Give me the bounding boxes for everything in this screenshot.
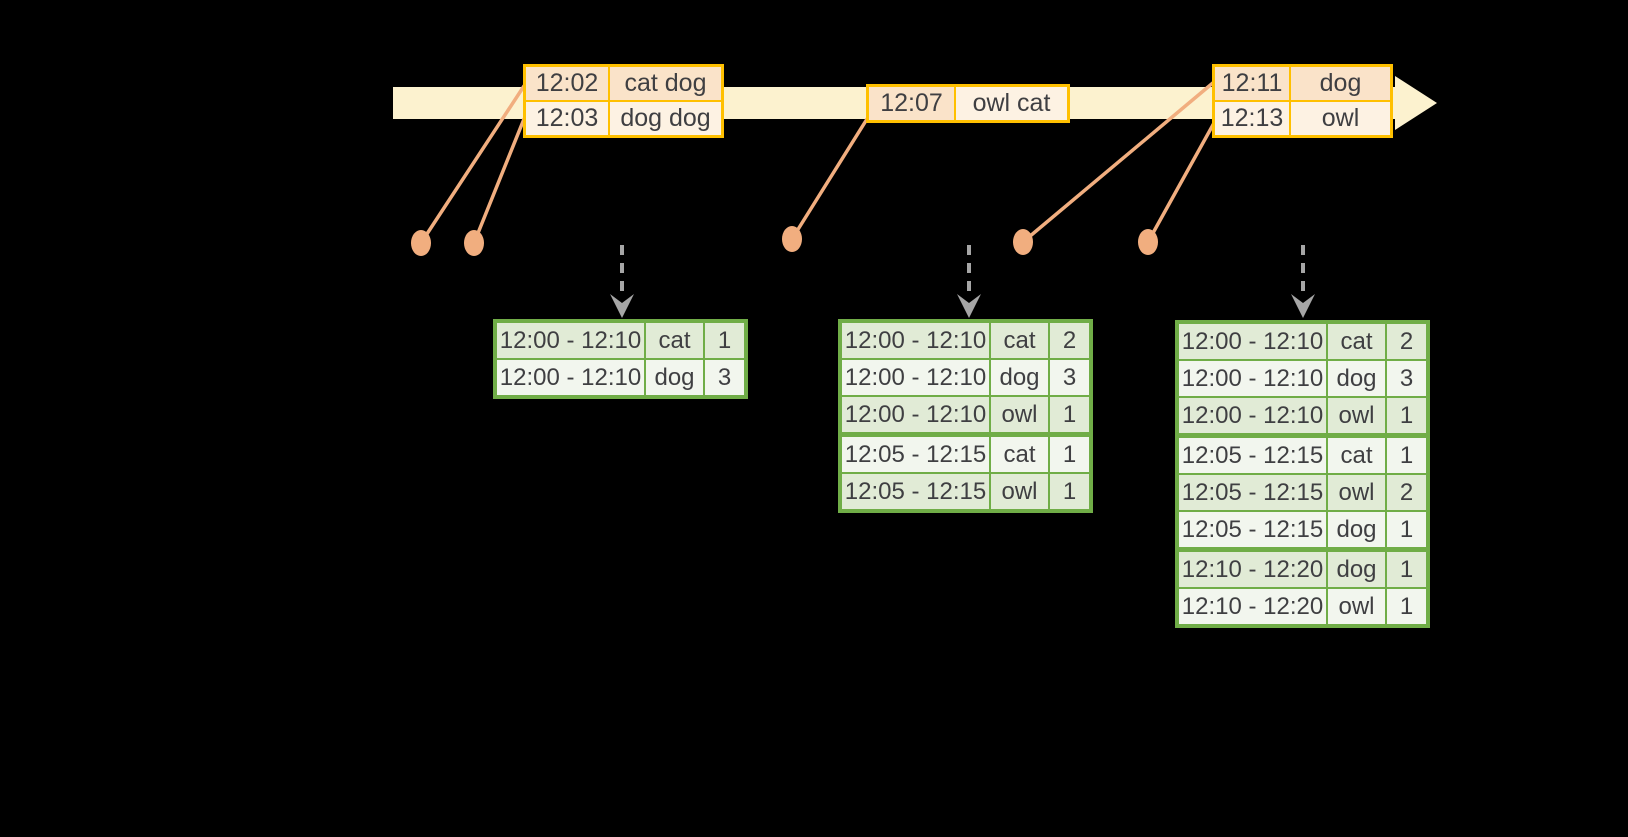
event-words-cell: dog (1291, 67, 1390, 100)
window-cell: 12:00 - 12:10 (1179, 398, 1326, 433)
window-cell: 12:00 - 12:10 (1179, 361, 1326, 396)
word-cell: owl (1328, 589, 1385, 624)
count-cell: 2 (1387, 475, 1426, 510)
count-cell: 1 (1387, 398, 1426, 433)
window-cell: 12:05 - 12:15 (842, 437, 989, 472)
event-time-cell: 12:13 (1215, 102, 1289, 135)
window-cell: 12:05 - 12:15 (1179, 438, 1326, 473)
word-cell: dog (646, 360, 703, 395)
callout-line (1146, 121, 1216, 244)
count-cell: 3 (1050, 360, 1089, 395)
callout-line (419, 84, 526, 245)
event-dot (1013, 229, 1033, 255)
event-words-cell: owl (1291, 102, 1390, 135)
count-cell: 2 (1387, 324, 1426, 359)
trigger-arrowhead-icon (1291, 294, 1315, 318)
word-cell: owl (991, 474, 1048, 509)
event-words-cell: cat dog (610, 67, 721, 100)
window-cell: 12:05 - 12:15 (1179, 475, 1326, 510)
count-cell: 1 (1387, 438, 1426, 473)
event-words-cell: dog dog (610, 102, 721, 135)
trigger-arrowhead-icon (957, 294, 981, 318)
callout-line (1021, 80, 1216, 244)
trigger-arrow (610, 245, 634, 318)
window-cell: 12:10 - 12:20 (1179, 552, 1326, 587)
count-cell: 1 (1387, 512, 1426, 547)
trigger-arrow (1291, 245, 1315, 318)
word-cell: cat (991, 437, 1048, 472)
window-cell: 12:05 - 12:15 (842, 474, 989, 509)
count-cell: 1 (1050, 437, 1089, 472)
count-cell: 1 (705, 323, 744, 358)
callout-line (790, 117, 869, 241)
event-time-cell: 12:02 (526, 67, 608, 100)
word-cell: owl (1328, 475, 1385, 510)
word-cell: dog (1328, 512, 1385, 547)
event-dot (464, 230, 484, 256)
word-cell: owl (1328, 398, 1385, 433)
count-cell: 1 (1050, 474, 1089, 509)
event-dot (782, 226, 802, 252)
word-cell: dog (1328, 361, 1385, 396)
trigger-arrow (957, 245, 981, 318)
count-cell: 1 (1387, 589, 1426, 624)
window-cell: 12:00 - 12:10 (842, 397, 989, 432)
word-cell: owl (991, 397, 1048, 432)
window-cell: 12:00 - 12:10 (842, 323, 989, 358)
event-dot (1138, 229, 1158, 255)
trigger-arrowhead-icon (610, 294, 634, 318)
window-cell: 12:10 - 12:20 (1179, 589, 1326, 624)
event-dot (411, 230, 431, 256)
event-time-cell: 12:11 (1215, 67, 1289, 100)
window-cell: 12:05 - 12:15 (1179, 512, 1326, 547)
event-time-cell: 12:07 (869, 87, 954, 120)
word-cell: cat (991, 323, 1048, 358)
count-cell: 1 (1387, 552, 1426, 587)
event-time-cell: 12:03 (526, 102, 608, 135)
word-cell: dog (991, 360, 1048, 395)
count-cell: 1 (1050, 397, 1089, 432)
event-words-cell: owl cat (956, 87, 1067, 120)
window-cell: 12:00 - 12:10 (1179, 324, 1326, 359)
window-cell: 12:00 - 12:10 (497, 323, 644, 358)
word-cell: cat (1328, 438, 1385, 473)
word-cell: cat (1328, 324, 1385, 359)
word-cell: dog (1328, 552, 1385, 587)
count-cell: 3 (705, 360, 744, 395)
count-cell: 2 (1050, 323, 1089, 358)
word-cell: cat (646, 323, 703, 358)
window-cell: 12:00 - 12:10 (842, 360, 989, 395)
count-cell: 3 (1387, 361, 1426, 396)
callout-line (472, 117, 526, 245)
window-cell: 12:00 - 12:10 (497, 360, 644, 395)
